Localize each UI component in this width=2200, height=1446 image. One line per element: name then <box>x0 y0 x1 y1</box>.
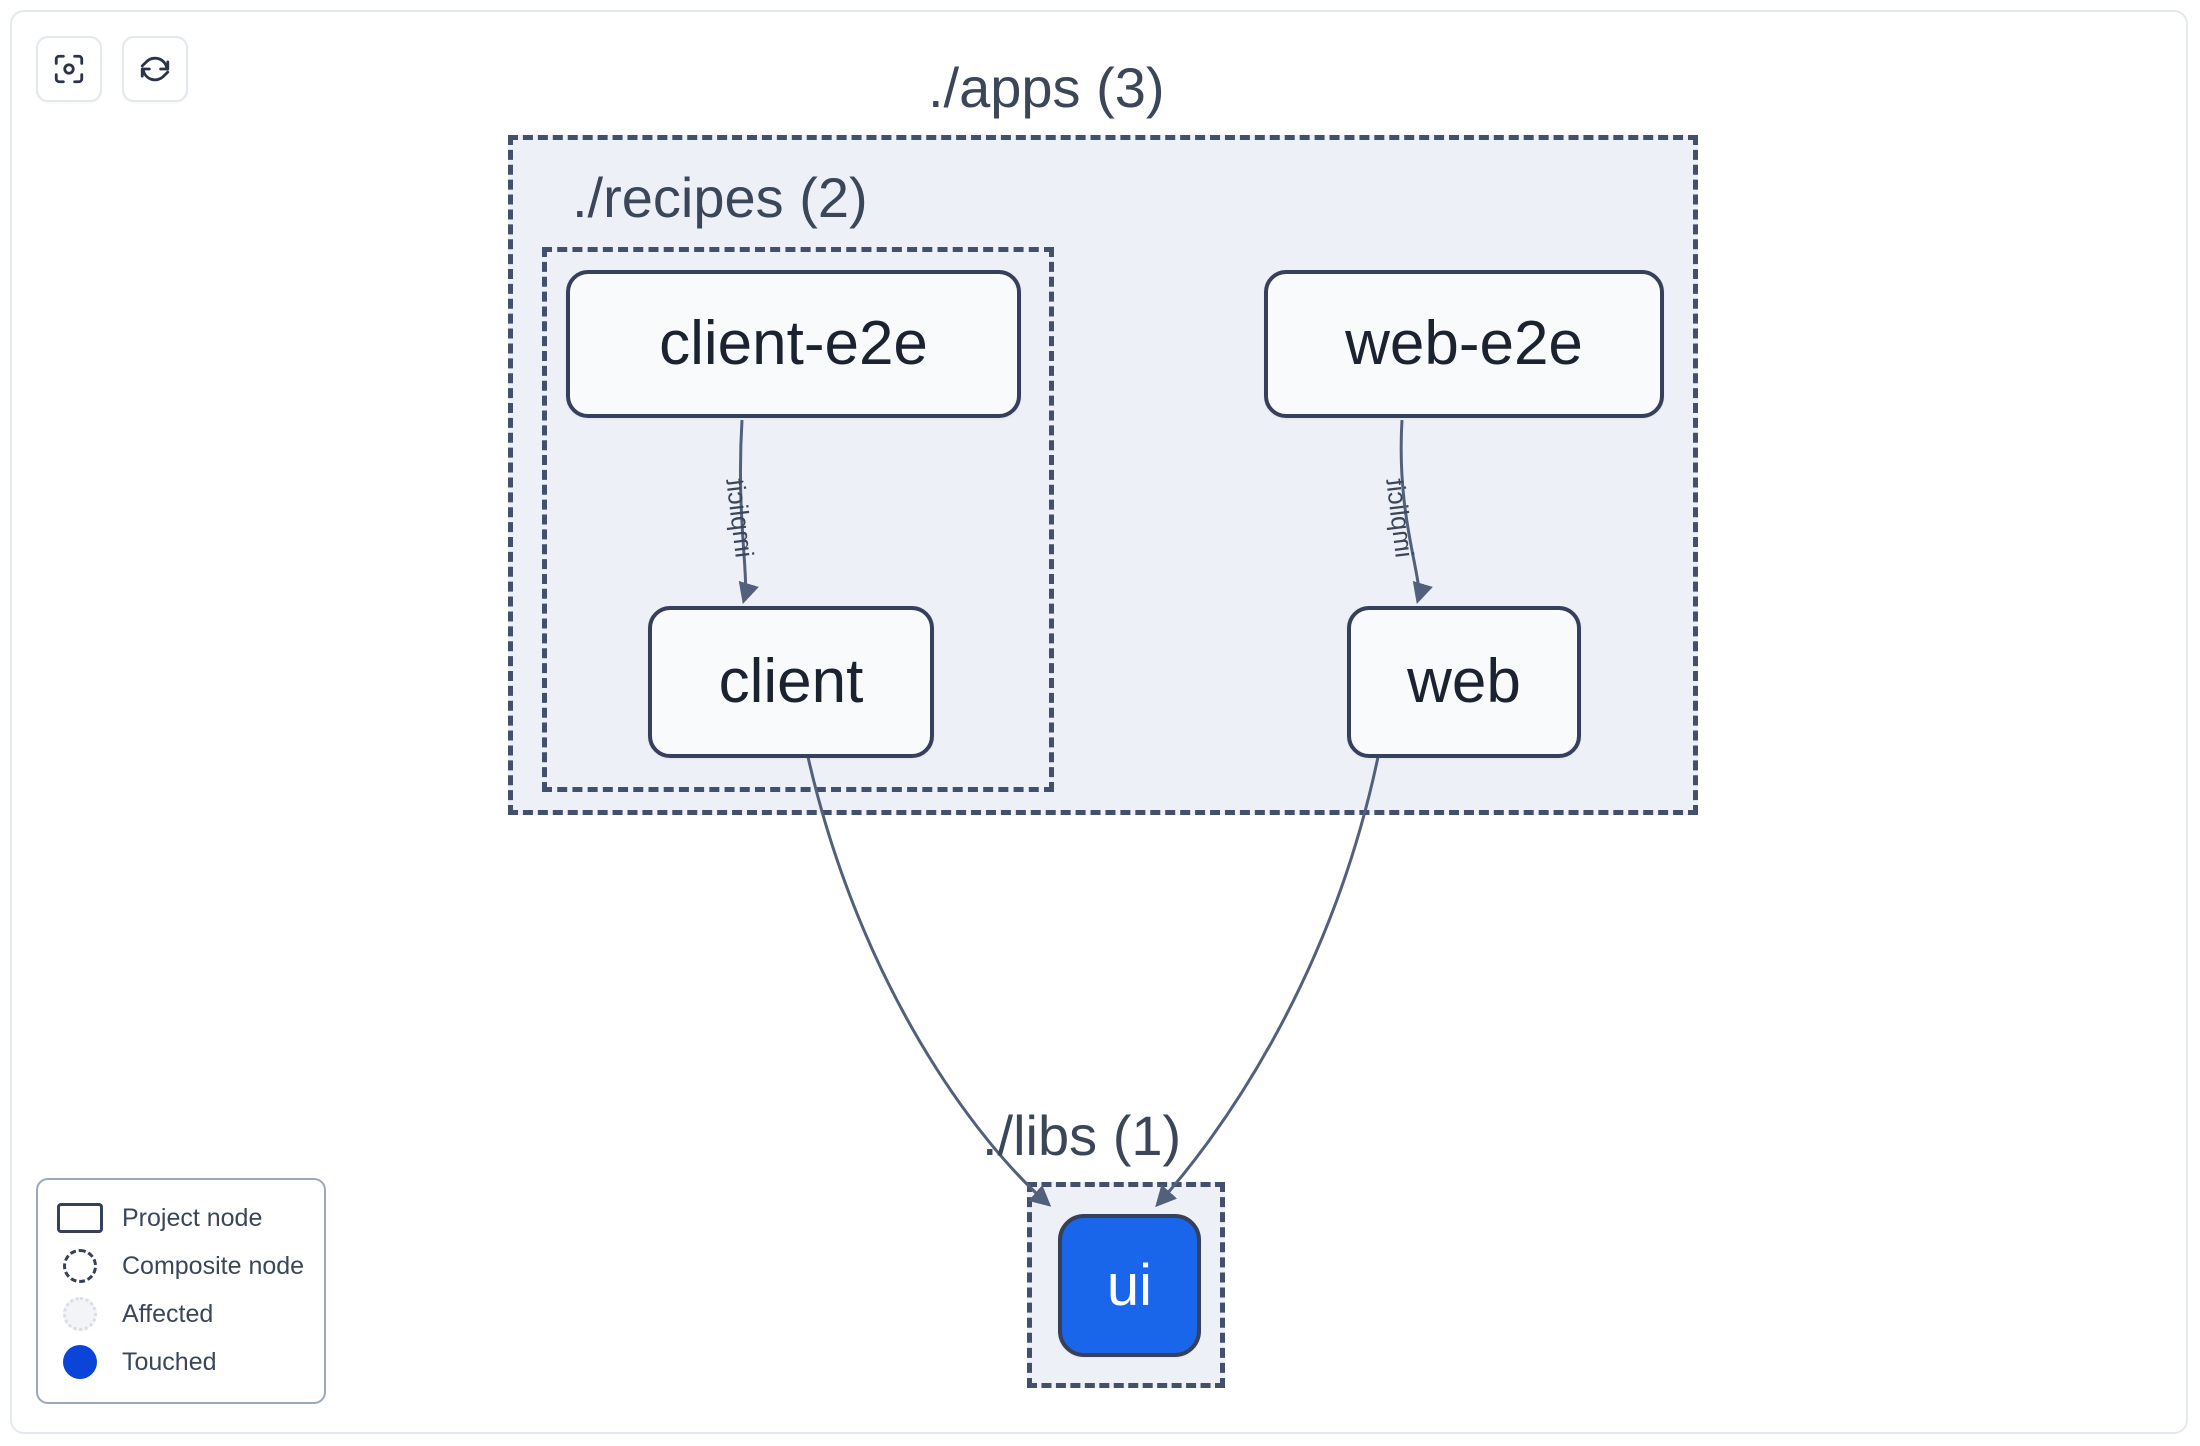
project-node-web[interactable]: web <box>1347 606 1581 758</box>
legend-label-affected: Affected <box>122 1299 214 1328</box>
project-node-ui[interactable]: ui <box>1058 1214 1201 1357</box>
project-node-web-e2e[interactable]: web-e2e <box>1264 270 1664 418</box>
legend-label-composite-node: Composite node <box>122 1251 305 1280</box>
project-node-client-e2e[interactable]: client-e2e <box>566 270 1021 418</box>
project-node-web-e2e-label: web-e2e <box>1345 309 1583 378</box>
affected-swatch-icon <box>56 1297 104 1331</box>
refresh-sync-icon <box>138 52 172 86</box>
legend-label-project-node: Project node <box>122 1203 263 1232</box>
project-node-ui-label: ui <box>1106 1252 1153 1318</box>
refresh-graph-button[interactable] <box>122 36 188 102</box>
graph-toolbar <box>36 36 188 102</box>
composite-group-libs-label: ./libs (1) <box>982 1104 1182 1167</box>
touched-swatch-icon <box>56 1345 104 1379</box>
graph-legend: Project node Composite node Affected Tou… <box>36 1178 327 1404</box>
project-node-client-label: client <box>718 647 864 716</box>
legend-item-composite-node: Composite node <box>56 1242 304 1290</box>
legend-label-touched: Touched <box>122 1347 217 1376</box>
project-node-swatch-icon <box>56 1201 104 1235</box>
legend-item-affected: Affected <box>56 1290 304 1338</box>
focus-target-icon <box>52 52 86 86</box>
edge-client-to-ui <box>806 756 1052 1207</box>
composite-node-swatch-icon <box>56 1249 104 1283</box>
focus-graph-button[interactable] <box>36 36 102 102</box>
project-node-web-label: web <box>1407 647 1521 716</box>
legend-item-touched: Touched <box>56 1338 304 1386</box>
edge-web-to-ui <box>1155 756 1380 1208</box>
project-node-client-e2e-label: client-e2e <box>659 309 928 378</box>
project-node-client[interactable]: client <box>648 606 934 758</box>
composite-group-apps-label: ./apps (3) <box>928 56 1165 119</box>
legend-item-project-node: Project node <box>56 1194 304 1242</box>
